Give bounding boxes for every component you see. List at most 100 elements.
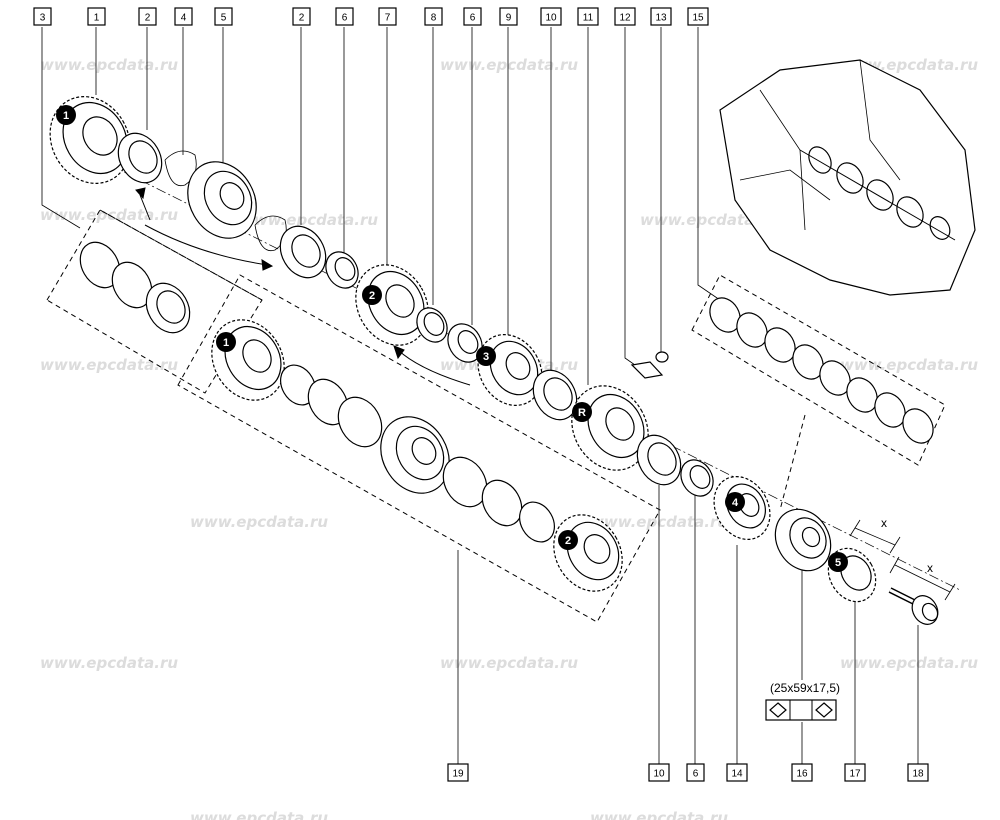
top-callouts: 3 1 2 4 5 2 6 7 8 6 9 10 11 12 13 15: [33, 7, 709, 26]
svg-text:14: 14: [731, 769, 743, 780]
gear-mark-1: 1: [56, 105, 76, 125]
reverse-hub: [571, 385, 649, 471]
assembly-arrows: [135, 187, 471, 386]
watermark: www.epcdata.ru: [440, 56, 578, 74]
callout-box: 11: [577, 7, 599, 26]
bearing-symbol-box: [765, 699, 837, 721]
secondary-shaft-group-outline: [177, 274, 661, 623]
watermark: www.epcdata.ru: [40, 56, 178, 74]
callout-box: 1: [87, 7, 106, 26]
callout-box: 8: [424, 7, 443, 26]
svg-text:6: 6: [470, 13, 476, 24]
svg-text:15: 15: [692, 13, 704, 24]
watermark: www.epcdata.ru: [440, 654, 578, 672]
gear-mark-4: 4: [725, 492, 745, 512]
washer-8: [416, 307, 448, 343]
callout-box: 6: [463, 7, 482, 26]
synchro-hub-top: [187, 161, 257, 239]
svg-text:3: 3: [483, 351, 489, 363]
callout-box: 6: [686, 763, 705, 782]
svg-text:R: R: [578, 407, 586, 419]
callout-box: 3: [33, 7, 52, 26]
callout-box: 12: [614, 7, 636, 26]
synchro-ring-group-outline: [46, 209, 263, 394]
gear-mark-r: R: [572, 402, 592, 422]
svg-text:4: 4: [181, 13, 187, 24]
svg-text:1: 1: [223, 337, 229, 349]
ball-bearing-16: [774, 508, 832, 572]
svg-text:19: 19: [452, 769, 464, 780]
watermark: www.epcdata.ru: [40, 356, 178, 374]
synchro-ring-top: [117, 132, 163, 184]
bolt-18: [888, 587, 939, 625]
synchro-ring-2: [279, 225, 327, 279]
svg-text:12: 12: [619, 13, 631, 24]
svg-text:18: 18: [912, 769, 924, 780]
synchro-ring-10b: [636, 434, 682, 486]
svg-text:2: 2: [369, 290, 375, 302]
lower-rings-2: [442, 456, 555, 543]
svg-text:10: 10: [545, 13, 557, 24]
gear-mark-1-lower: 1: [216, 332, 236, 352]
bottom-callouts: 19 10 6 14 16 17 18: [447, 763, 929, 782]
svg-text:5: 5: [835, 557, 841, 569]
svg-text:6: 6: [693, 769, 699, 780]
svg-text:6: 6: [342, 13, 348, 24]
watermark: www.epcdata.ru: [190, 513, 328, 531]
dimension-x-label: x: [881, 516, 887, 530]
dimension-marks: [849, 519, 956, 601]
needle-bearing-2: [447, 323, 483, 363]
needle-bearing-3: [680, 459, 714, 497]
svg-text:1: 1: [63, 110, 69, 122]
callout-box: 16: [791, 763, 813, 782]
gear-mark-3: 3: [476, 346, 496, 366]
lower-rings: [280, 364, 383, 448]
callout-box: 19: [447, 763, 469, 782]
callout-box: 13: [650, 7, 672, 26]
watermark: www.epcdata.ru: [190, 809, 328, 820]
key-12: [630, 351, 669, 379]
gear-mark-2-lower: 2: [558, 530, 578, 550]
callout-box: 2: [292, 7, 311, 26]
callout-box: 9: [499, 7, 518, 26]
watermark: www.epcdata.ru: [590, 809, 728, 820]
gear-mark-2: 2: [362, 285, 382, 305]
synchro-ring-10: [532, 369, 578, 421]
shim-stack: [709, 297, 934, 444]
callout-box: 17: [844, 763, 866, 782]
callout-box: 7: [378, 7, 397, 26]
gear-2-top: [355, 264, 429, 346]
dimension-x-label: x: [927, 561, 933, 575]
lower-gear-1: [211, 319, 285, 401]
svg-text:10: 10: [653, 769, 665, 780]
bearing-dimension-label: (25x59x17,5): [770, 681, 840, 695]
callout-box: 14: [726, 763, 748, 782]
gear-mark-5: 5: [828, 552, 848, 572]
svg-text:5: 5: [221, 13, 227, 24]
callout-box: 10: [540, 7, 562, 26]
svg-text:16: 16: [796, 769, 808, 780]
leader-lines: [41, 27, 919, 764]
needle-bearing-1: [325, 251, 359, 289]
lower-synchro-hub: [380, 416, 450, 494]
watermark: www.epcdata.ru: [40, 654, 178, 672]
svg-text:13: 13: [655, 13, 667, 24]
watermark: www.epcdata.ru: [840, 654, 978, 672]
callout-box: 5: [214, 7, 233, 26]
svg-text:1: 1: [94, 13, 100, 24]
svg-text:2: 2: [145, 13, 151, 24]
svg-text:8: 8: [431, 13, 437, 24]
svg-text:11: 11: [583, 13, 594, 24]
svg-text:9: 9: [506, 13, 512, 24]
svg-text:4: 4: [732, 497, 739, 509]
svg-text:3: 3: [40, 13, 46, 24]
watermark: www.epcdata.ru: [840, 356, 978, 374]
svg-text:2: 2: [299, 13, 305, 24]
callout-box: 6: [335, 7, 354, 26]
shim-leader: [779, 414, 806, 511]
callout-box: 2: [138, 7, 157, 26]
lower-synchro-rings: [79, 241, 191, 334]
svg-text:7: 7: [385, 13, 391, 24]
